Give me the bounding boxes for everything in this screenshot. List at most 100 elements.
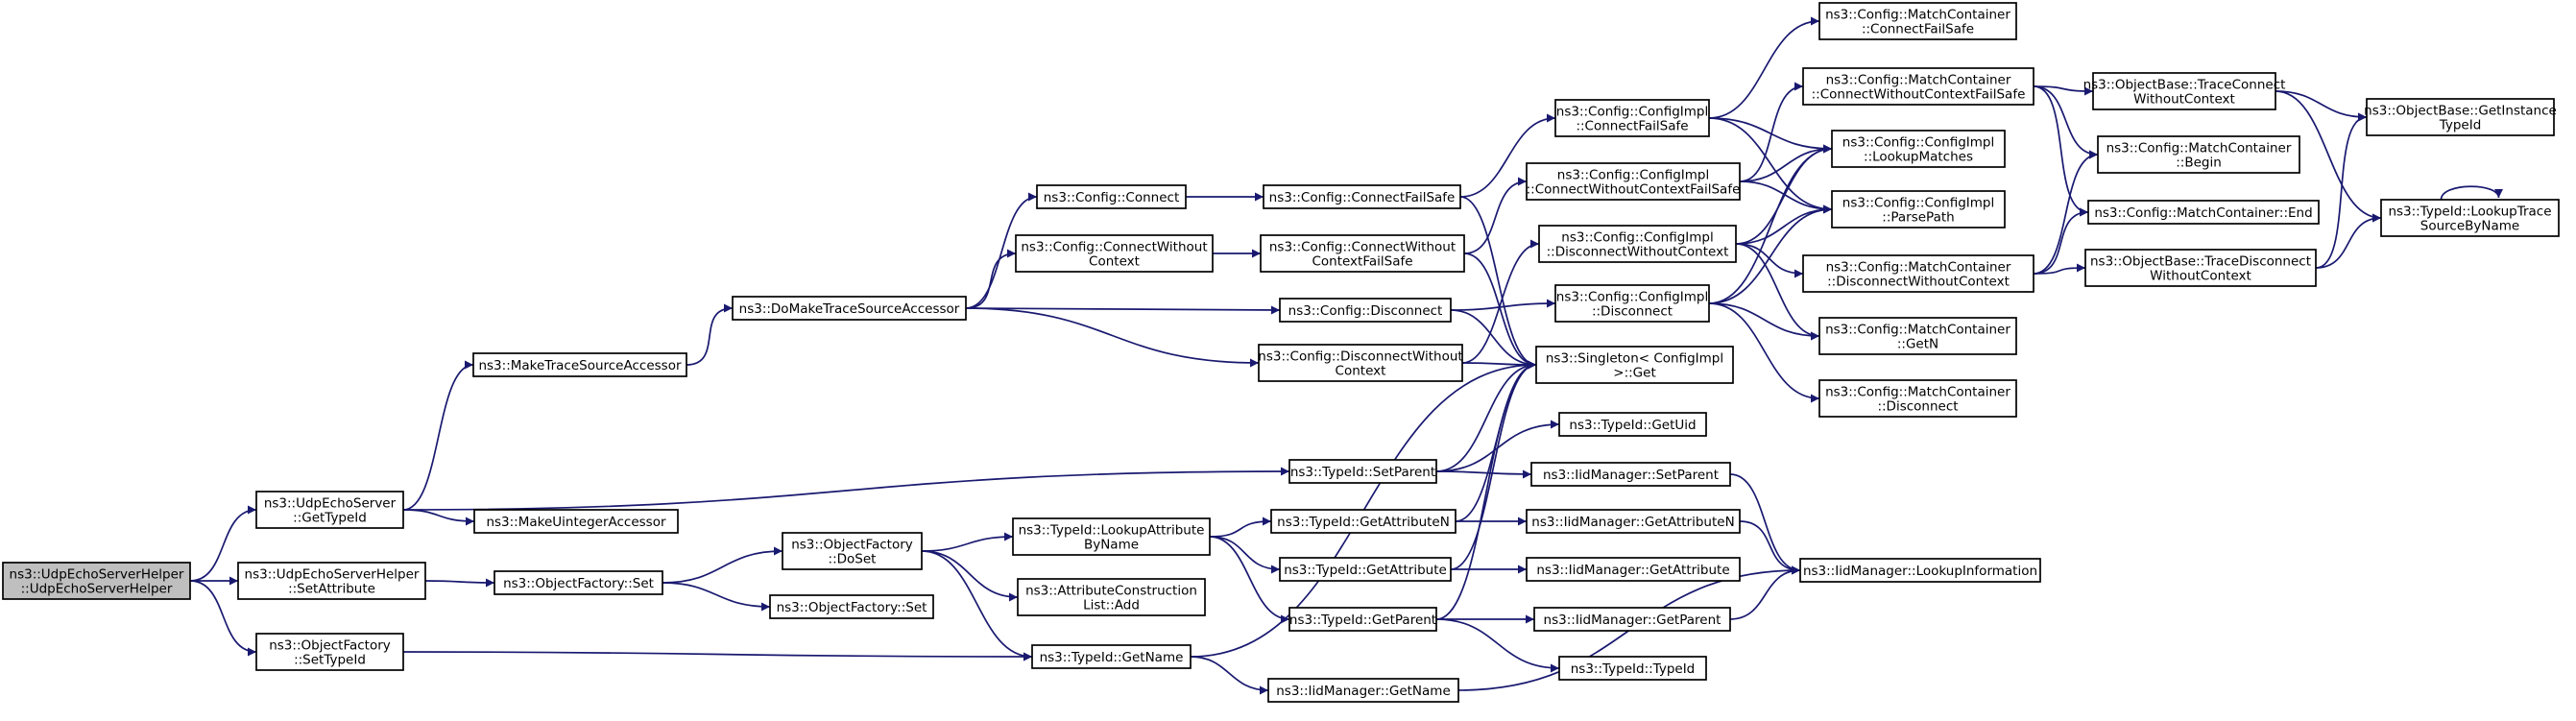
edge-matchcontainer-connectwithoutcontextfailsafe-to-matchcontainer-begin: [2033, 85, 2099, 159]
node-matchcontainer-connectfailsafe[interactable]: ns3::Config::MatchContainer::ConnectFail…: [1818, 2, 2017, 40]
node-box: [1558, 412, 1707, 437]
edge-typeid-lookupattributebyname-to-typeid-getattribute: [1209, 536, 1281, 574]
node-label: ns3::ObjectBase::GetInstance: [2364, 104, 2557, 119]
edge-layer: [189, 16, 2503, 695]
node-label: ::Begin: [2176, 156, 2222, 171]
node-configimpl-connectwithoutcontextfailsafe[interactable]: ns3::Config::ConfigImpl::ConnectWithoutC…: [1526, 162, 1741, 201]
node-label: ns3::IidManager::GetAttribute: [1536, 563, 1729, 578]
node-config-disconnectwithoutcontext[interactable]: ns3::Config::DisconnectWithoutContext: [1258, 344, 1463, 382]
node-typeid-getattribute[interactable]: ns3::TypeId::GetAttribute: [1279, 557, 1452, 582]
node-matchcontainer-connectwithoutcontextfailsafe[interactable]: ns3::Config::MatchContainer::ConnectWith…: [1802, 67, 2034, 106]
node-label: WithoutContext: [2150, 269, 2251, 284]
node-label: ns3::TypeId::GetParent: [1289, 613, 1436, 628]
node-iidmanager-setparent[interactable]: ns3::IidManager::SetParent: [1530, 462, 1731, 487]
node-iidmanager-lookupinformation[interactable]: ns3::IidManager::LookupInformation: [1799, 558, 2041, 583]
edge-configimpl-disconnectwithoutcontext-to-configimpl-parsepath: [1735, 204, 1833, 245]
edge-objectbase-tracedisconnectwithoutcontext-to-objectbase-getinstancetypeid: [2315, 112, 2368, 269]
node-label: ns3::Config::MatchContainer: [1825, 385, 2010, 400]
node-iidmanager-getattributen[interactable]: ns3::IidManager::GetAttributeN: [1526, 509, 1741, 534]
node-matchcontainer-begin[interactable]: ns3::Config::MatchContainer::Begin: [2097, 135, 2300, 174]
node-typeid-getuid[interactable]: ns3::TypeId::GetUid: [1558, 412, 1707, 437]
node-label: Context: [1336, 364, 1386, 379]
node-label: ::Disconnect: [1592, 304, 1673, 320]
node-box: [1279, 557, 1452, 582]
node-iidmanager-getname[interactable]: ns3::IidManager::GetName: [1267, 678, 1459, 703]
node-configimpl-parsepath[interactable]: ns3::Config::ConfigImpl::ParsePath: [1831, 190, 2006, 228]
node-typeid-getname[interactable]: ns3::TypeId::GetName: [1031, 644, 1192, 669]
node-typeid-getparent[interactable]: ns3::TypeId::GetParent: [1288, 607, 1437, 632]
node-matchcontainer-end[interactable]: ns3::Config::MatchContainer::End: [2087, 200, 2320, 225]
edge-matchcontainer-connectwithoutcontextfailsafe-to-matchcontainer-end: [2033, 85, 2089, 217]
node-iidmanager-getparent[interactable]: ns3::IidManager::GetParent: [1533, 607, 1731, 632]
node-box: [1831, 130, 2006, 168]
node-box: [1012, 517, 1211, 556]
node-label: ns3::Singleton< ConfigImpl: [1546, 351, 1723, 367]
node-configimpl-lookupmatches[interactable]: ns3::Config::ConfigImpl::LookupMatches: [1831, 130, 2006, 168]
node-box: [1526, 557, 1741, 582]
node-label: ::LookupMatches: [1864, 150, 1973, 165]
edge-udpechoserver-gettypeid-to-maketracesourceaccessor: [402, 360, 474, 511]
node-configimpl-disconnect[interactable]: ns3::Config::ConfigImpl::Disconnect: [1554, 284, 1710, 323]
edge-helper-setattribute-to-objectfactory-set: [424, 578, 495, 588]
node-objectbase-traceconnectwithoutcontext[interactable]: ns3::ObjectBase::TraceConnectWithoutCont…: [2083, 72, 2286, 110]
node-makeuintegeraccessor[interactable]: ns3::MakeUintegerAccessor: [473, 509, 679, 534]
edge-objectbase-traceconnectwithoutcontext-to-objectbase-getinstancetypeid: [2275, 90, 2368, 122]
node-label: ::GetN: [1897, 337, 1938, 352]
edge-objectfactory-settypeid-to-typeid-getname: [402, 651, 1033, 661]
node-objectfactory-doset[interactable]: ns3::ObjectFactory::DoSet: [782, 532, 923, 570]
edge-domaketracesourceaccessor-to-config-disconnect: [965, 305, 1281, 315]
node-label: ns3::Config::MatchContainer: [1825, 8, 2010, 23]
node-matchcontainer-disconnectwithoutcontext[interactable]: ns3::Config::MatchContainer::DisconnectW…: [1802, 254, 2034, 293]
node-label: ns3::ObjectBase::TraceConnect: [2083, 78, 2286, 93]
node-udpechoserver-gettypeid[interactable]: ns3::UdpEchoServer::GetTypeId: [255, 491, 404, 529]
node-singleton-get[interactable]: ns3::Singleton< ConfigImpl >::Get: [1535, 346, 1734, 384]
node-config-connectwithoutcontext[interactable]: ns3::Config::ConnectWithoutContext: [1015, 234, 1214, 273]
node-objectfactory-set[interactable]: ns3::ObjectFactory::Set: [494, 570, 663, 595]
node-box: [1554, 284, 1710, 323]
node-box: [2380, 199, 2560, 237]
node-objectbase-tracedisconnectwithoutcontext[interactable]: ns3::ObjectBase::TraceDisconnectWithoutC…: [2084, 249, 2317, 287]
edge-udpechoserver-gettypeid-to-makeuintegeraccessor: [402, 509, 475, 526]
node-label: ::DisconnectWithoutContext: [1827, 275, 2010, 290]
node-matchcontainer-disconnect[interactable]: ns3::Config::MatchContainer::Disconnect: [1818, 379, 2017, 418]
node-label: ::GetTypeId: [293, 511, 367, 526]
node-config-connectfailsafe[interactable]: ns3::Config::ConnectFailSafe: [1263, 184, 1461, 209]
node-typeid-setparent[interactable]: ns3::TypeId::SetParent: [1288, 459, 1437, 484]
node-label: ::ConnectFailSafe: [1576, 119, 1688, 134]
node-objectfactory-set2[interactable]: ns3::ObjectFactory::Set: [769, 594, 934, 619]
edge-typeid-setparent-to-singleton-get: [1435, 360, 1537, 472]
node-label: ns3::Config::ConfigImpl: [1557, 168, 1709, 183]
node-label: ns3::UdpEchoServerHelper: [245, 567, 420, 583]
edge-typeid-getparent-to-typeid-typeid: [1435, 618, 1560, 673]
node-config-connectwithoutcontextfailsafe[interactable]: ns3::Config::ConnectWithoutContextFailSa…: [1260, 234, 1465, 273]
node-maketracesourceaccessor[interactable]: ns3::MakeTraceSourceAccessor: [472, 352, 687, 377]
node-matchcontainer-getn[interactable]: ns3::Config::MatchContainer::GetN: [1818, 317, 2017, 355]
node-iidmanager-getattribute[interactable]: ns3::IidManager::GetAttribute: [1526, 557, 1741, 582]
node-configimpl-disconnectwithoutcontext[interactable]: ns3::Config::ConfigImpl::DisconnectWitho…: [1538, 225, 1737, 263]
edge-config-connectwithoutcontextfailsafe-to-singleton-get: [1463, 252, 1537, 370]
node-config-disconnect[interactable]: ns3::Config::Disconnect: [1279, 298, 1452, 323]
node-domaketracesourceaccessor[interactable]: ns3::DoMakeTraceSourceAccessor: [732, 296, 967, 321]
node-label: ns3::TypeId::TypeId: [1571, 661, 1696, 677]
node-objectfactory-settypeid[interactable]: ns3::ObjectFactory::SetTypeId: [255, 633, 404, 671]
edge-config-connectfailsafe-to-configimpl-connectfailsafe: [1459, 113, 1556, 198]
node-label: ns3::Config::ConfigImpl: [1556, 105, 1708, 120]
node-box: [473, 509, 679, 534]
node-configimpl-connectfailsafe[interactable]: ns3::Config::ConfigImpl::ConnectFailSafe: [1554, 99, 1710, 137]
node-config-connect[interactable]: ns3::Config::Connect: [1036, 184, 1187, 209]
node-root[interactable]: ns3::UdpEchoServerHelper::UdpEchoServerH…: [2, 562, 191, 600]
edge-objectbase-tracedisconnectwithoutcontext-to-typeid-lookuptracesourcebyname: [2315, 213, 2382, 269]
node-box: [255, 491, 404, 529]
node-typeid-typeid[interactable]: ns3::TypeId::TypeId: [1558, 656, 1707, 681]
node-layer: ns3::UdpEchoServerHelper::UdpEchoServerH…: [2, 2, 2560, 703]
edge-root-to-udpechoserver-gettypeid: [189, 505, 257, 582]
edge-objectfactory-set-to-objectfactory-doset: [662, 546, 783, 584]
node-helper-setattribute[interactable]: ns3::UdpEchoServerHelper::SetAttribute: [237, 562, 426, 600]
node-label: ns3::IidManager::SetParent: [1543, 468, 1719, 483]
node-label: ns3::Config::ConnectFailSafe: [1269, 190, 1456, 205]
node-typeid-getattributen[interactable]: ns3::TypeId::GetAttributeN: [1270, 509, 1457, 534]
